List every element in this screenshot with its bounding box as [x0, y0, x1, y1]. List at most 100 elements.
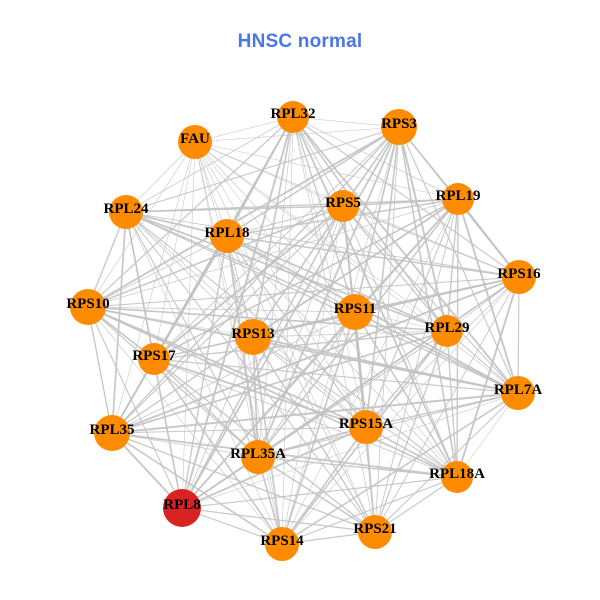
graph-edge-RPL24-RPS11: [125, 211, 356, 313]
graph-edge-RPL35-RPS21: [111, 432, 376, 533]
graph-edge-RPL35A-RPL18A: [257, 456, 458, 478]
graph-edge-RPL19-RPS10: [87, 198, 459, 308]
graph-edge-RPS3-RPL24: [125, 126, 400, 213]
graph-edge-RPL19-RPS14: [281, 198, 459, 545]
graph-edge-RPS13-RPL35A: [252, 336, 259, 458]
graph-edge-RPL19-RPL29: [446, 198, 459, 332]
graph-edge-RPL32-RPL19: [292, 116, 459, 200]
graph-node-RPS11: [337, 294, 373, 330]
graph-edge-RPL7A-RPL35: [111, 392, 519, 434]
graph-edge-RPS5-RPL8: [181, 205, 344, 509]
graph-edge-RPL18-RPS16: [226, 235, 520, 278]
graph-edge-RPL32-RPS15A: [292, 116, 367, 428]
graph-edge-RPL24-RPL7A: [125, 211, 519, 394]
graph-edge-RPS5-RPL35A: [257, 205, 344, 458]
graph-edge-RPL18-RPS21: [226, 235, 376, 533]
graph-edge-RPL18-RPS10: [87, 235, 228, 308]
figure-title: HNSC normal: [237, 31, 363, 52]
graph-edge-FAU-RPS11: [194, 141, 356, 313]
graph-edge-RPL24-RPS15A: [125, 211, 367, 428]
graph-node-RPL18A: [441, 461, 473, 493]
graph-edge-RPS3-RPL8: [181, 126, 400, 509]
graph-edge-RPS16-RPL7A: [517, 276, 520, 394]
graph-edge-RPL7A-RPS21: [374, 392, 519, 533]
graph-edge-FAU-RPL35: [111, 141, 196, 434]
graph-edge-RPS3-RPS10: [87, 126, 400, 308]
graph-edge-RPS5-RPS16: [342, 205, 520, 278]
graph-edge-RPL19-RPS15A: [365, 198, 459, 428]
graph-edge-RPS3-RPL7A: [398, 126, 519, 394]
graph-node-RPL19: [442, 183, 474, 215]
graph-edge-RPL18A-RPL8: [181, 476, 458, 509]
graph-edge-RPL32-RPS13: [252, 116, 294, 338]
graph-edge-RPS10-RPS11: [87, 306, 356, 313]
edge-layer: [87, 116, 520, 545]
graph-edge-RPS5-RPS17: [153, 205, 344, 360]
graph-edge-RPS17-RPL35A: [153, 358, 259, 458]
graph-edge-RPL24-RPL35A: [125, 211, 259, 458]
graph-edge-RPS13-RPL7A: [252, 336, 519, 394]
graph-edge-RPL7A-RPL18A: [456, 392, 519, 478]
graph-edge-RPS11-RPL35A: [257, 311, 356, 458]
graph-edge-RPL8-RPS21: [181, 507, 376, 533]
graph-edge-RPS15A-RPS14: [281, 426, 367, 545]
graph-node-RPL24: [109, 195, 143, 229]
graph-edge-RPL29-RPS13: [252, 330, 448, 338]
graph-node-RPL35: [94, 415, 130, 451]
graph-edge-RPL7A-RPS14: [281, 392, 519, 545]
graph-edge-RPS10-RPL35: [87, 306, 113, 434]
graph-edge-RPS10-RPL18A: [87, 306, 458, 478]
graph-edge-RPS5-RPL18: [226, 205, 344, 237]
graph-node-RPS3: [381, 109, 417, 145]
graph-edge-RPS3-RPL29: [398, 126, 448, 332]
graph-edge-RPL19-RPS5: [342, 198, 459, 207]
graph-node-RPS14: [265, 527, 299, 561]
graph-edge-RPL24-RPS5: [125, 205, 344, 213]
graph-edge-RPL24-RPL18: [125, 211, 228, 237]
graph-edge-RPS5-RPS13: [252, 205, 344, 338]
graph-edge-RPS11-RPL8: [181, 311, 356, 509]
graph-edge-RPS10-RPL29: [87, 306, 448, 332]
graph-node-RPL35A: [241, 440, 275, 474]
graph-node-RPS15A: [349, 410, 383, 444]
graph-node-RPL29: [431, 315, 463, 347]
graph-node-RPS13: [235, 319, 271, 355]
graph-edge-RPL18-RPS11: [226, 235, 356, 313]
graph-edge-FAU-RPL18A: [194, 141, 458, 478]
graph-node-RPL32: [277, 101, 309, 133]
graph-node-RPL7A: [501, 376, 535, 410]
graph-edge-RPS10-RPS15A: [87, 306, 367, 428]
graph-edge-RPS3-RPL18: [226, 126, 400, 237]
graph-edge-RPL32-RPS5: [292, 116, 344, 207]
graph-edge-RPL24-RPL35: [111, 211, 127, 434]
graph-edge-FAU-RPS21: [194, 141, 376, 533]
graph-node-RPS10: [70, 289, 106, 325]
graph-edge-RPL32-RPL29: [292, 116, 448, 332]
graph-node-FAU: [178, 125, 212, 159]
graph-edge-RPL29-RPL18A: [446, 330, 458, 478]
graph-edge-RPS17-RPL7A: [153, 358, 519, 394]
graph-edge-RPL18A-RPS14: [281, 476, 458, 545]
graph-edge-RPL29-RPS21: [374, 330, 448, 533]
graph-edge-RPL32-RPS11: [292, 116, 356, 313]
graph-edge-RPS15A-RPL18A: [365, 426, 458, 478]
graph-edge-RPS16-RPL18A: [456, 276, 520, 478]
graph-edge-RPL32-RPL7A: [292, 116, 519, 394]
graph-edge-RPS5-RPL7A: [342, 205, 519, 394]
graph-edge-RPS15A-RPL35A: [257, 426, 367, 458]
graph-edge-RPL29-RPL35: [111, 330, 448, 434]
graph-node-RPL8: [163, 489, 201, 527]
graph-node-RPS17: [138, 343, 170, 375]
graph-edge-RPS11-RPL7A: [354, 311, 519, 394]
graph-edge-RPS16-RPS10: [87, 276, 520, 308]
graph-edge-RPL7A-RPS15A: [365, 392, 519, 428]
graph-edge-RPL19-RPL7A: [457, 198, 519, 394]
graph-edge-RPS17-RPS15A: [153, 358, 367, 428]
graph-edge-RPL32-RPS16: [292, 116, 520, 278]
graph-node-RPS21: [358, 515, 392, 549]
graph-edge-RPL35-RPS14: [111, 432, 283, 545]
graph-edge-RPS15A-RPS21: [365, 426, 376, 533]
graph-edge-RPL29-RPS17: [153, 330, 448, 360]
